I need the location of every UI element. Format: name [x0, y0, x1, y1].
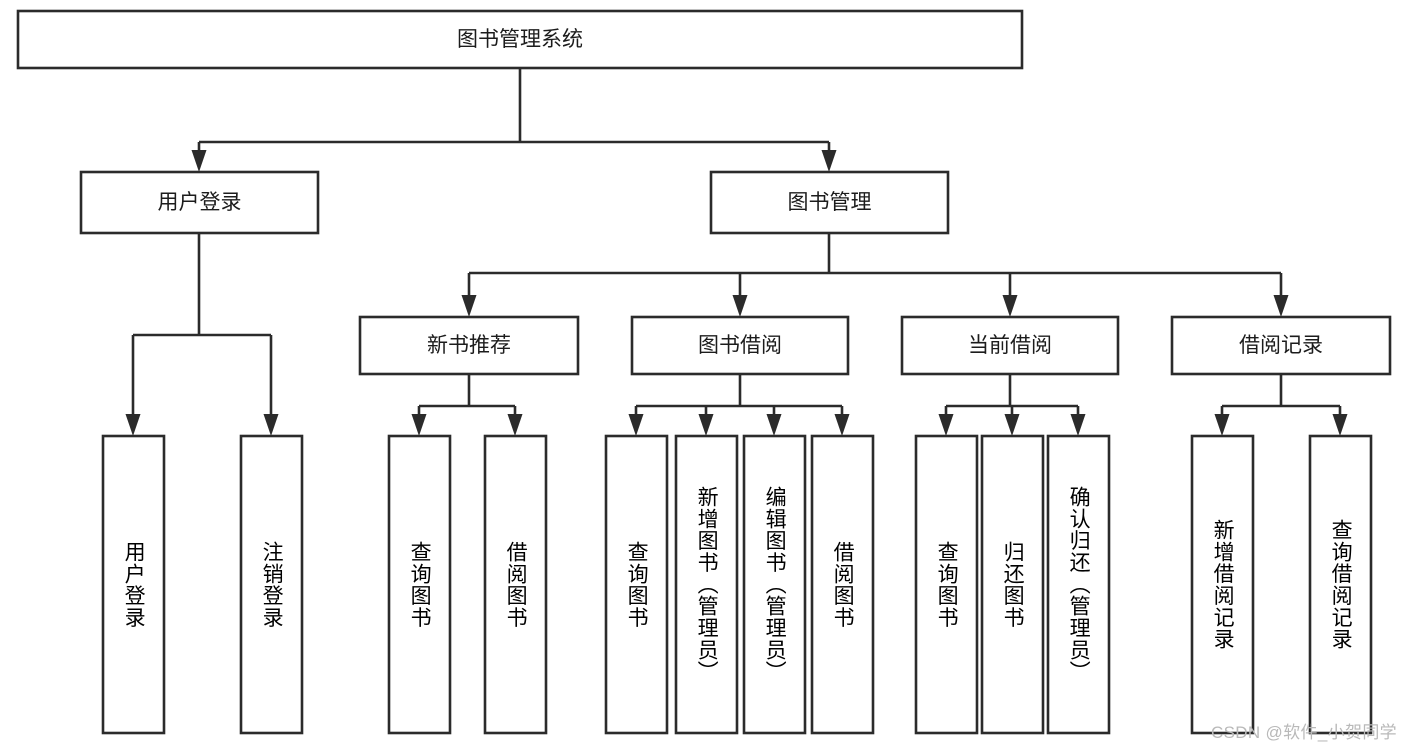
- arrow-to-leaf-add-borrow-record: [1214, 406, 1230, 436]
- node-leaf-logout-login[interactable]: [239, 434, 304, 735]
- arrow-to-leaf-return-book: [1004, 406, 1020, 436]
- arrow-to-leaf-edit-book-admin: [766, 406, 782, 436]
- node-leaf-borrow-book[interactable]: [810, 434, 875, 735]
- node-label-book-borrow: 图书借阅: [698, 334, 782, 357]
- connector-bus-borrow-record: [1222, 374, 1340, 408]
- arrow-to-user-login: [191, 142, 207, 172]
- arrow-to-leaf-logout-login: [263, 335, 279, 436]
- arrow-to-current-borrow: [1002, 273, 1018, 317]
- arrow-to-leaf-borrow-book: [834, 406, 850, 436]
- arrow-to-book-management: [821, 142, 837, 172]
- node-leaf-user-login[interactable]: [101, 434, 166, 735]
- node-leaf-query-book-recommend[interactable]: [387, 434, 452, 735]
- node-leaf-confirm-return-admin[interactable]: [1046, 434, 1111, 735]
- arrow-to-leaf-query-book-current: [938, 406, 954, 436]
- node-label-book-management: 图书管理: [788, 191, 872, 214]
- node-label-user-login: 用户登录: [158, 191, 242, 214]
- node-leaf-borrow-book-recommend[interactable]: [483, 434, 548, 735]
- arrow-to-leaf-user-login: [125, 335, 141, 436]
- node-label-borrow-record: 借阅记录: [1239, 334, 1323, 357]
- node-root[interactable]: [16, 9, 1024, 70]
- connector-bus-new-book-recommend: [419, 374, 515, 408]
- node-leaf-return-book[interactable]: [980, 434, 1045, 735]
- node-label-root: 图书管理系统: [457, 28, 583, 51]
- node-leaf-query-borrow-record[interactable]: [1308, 434, 1373, 735]
- node-leaf-query-book-current[interactable]: [914, 434, 979, 735]
- node-leaf-add-borrow-record[interactable]: [1190, 434, 1255, 735]
- node-current-borrow[interactable]: [900, 315, 1120, 376]
- arrow-to-leaf-borrow-book-recommend: [507, 406, 523, 436]
- connector-bus-root: [199, 68, 829, 144]
- node-book-management[interactable]: [709, 170, 950, 235]
- node-label-new-book-recommend: 新书推荐: [427, 334, 511, 357]
- connector-bus-user-login: [133, 233, 271, 337]
- node-leaf-edit-book-admin[interactable]: [742, 434, 807, 735]
- arrow-to-leaf-query-book-borrow: [628, 406, 644, 436]
- arrow-to-leaf-query-book-recommend: [411, 406, 427, 436]
- connector-bus-current-borrow: [946, 374, 1078, 408]
- arrow-to-borrow-record: [1273, 273, 1289, 317]
- arrow-to-new-book-recommend: [461, 273, 477, 317]
- node-borrow-record[interactable]: [1170, 315, 1392, 376]
- arrow-to-leaf-add-book-admin: [698, 406, 714, 436]
- arrow-to-leaf-query-borrow-record: [1332, 406, 1348, 436]
- node-new-book-recommend[interactable]: [358, 315, 580, 376]
- node-user-login[interactable]: [79, 170, 320, 235]
- arrow-to-book-borrow: [732, 273, 748, 317]
- connector-bus-book-borrow: [636, 374, 842, 408]
- arrow-to-leaf-confirm-return-admin: [1070, 406, 1086, 436]
- connector-bus-book-management: [469, 233, 1281, 275]
- node-leaf-add-book-admin[interactable]: [674, 434, 739, 735]
- node-label-current-borrow: 当前借阅: [968, 334, 1052, 357]
- watermark-text: CSDN @软件_小贺同学: [1210, 723, 1397, 742]
- node-book-borrow[interactable]: [630, 315, 850, 376]
- node-leaf-query-book-borrow[interactable]: [604, 434, 669, 735]
